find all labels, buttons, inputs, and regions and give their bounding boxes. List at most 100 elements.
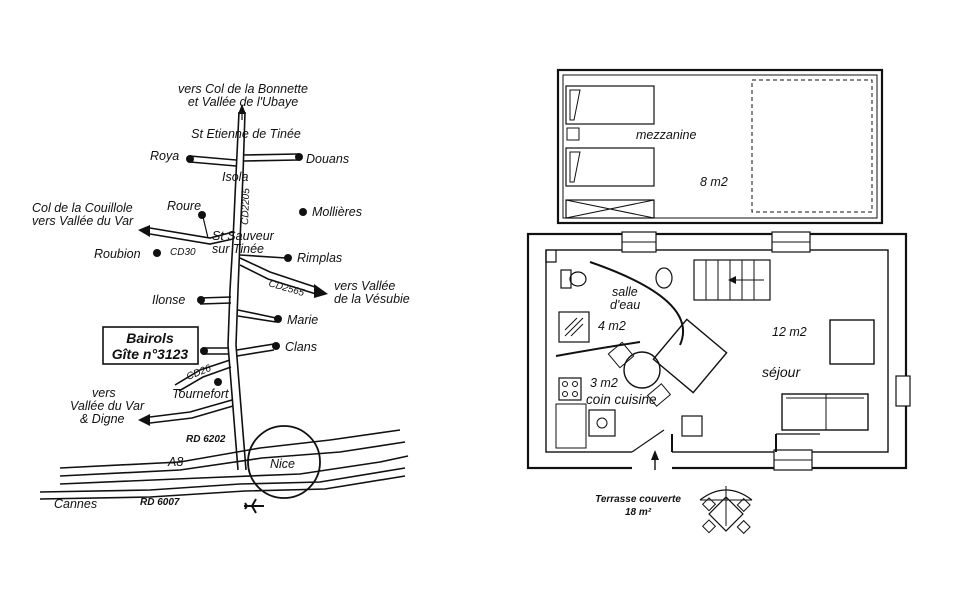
road-cd26-bottom: [178, 366, 232, 392]
label-roure: Roure: [167, 199, 201, 213]
label-roubion: Roubion: [94, 247, 141, 261]
label-roya: Roya: [150, 149, 179, 163]
road-douans-bottom: [242, 159, 299, 162]
dot-marker-icon: [214, 378, 222, 386]
sofa: [781, 393, 869, 431]
toilet-bowl: [569, 271, 587, 287]
label-tournefort: Tournefort: [172, 387, 229, 401]
bathroom-lower-wall: [555, 341, 641, 357]
label-var-digne-3: & Digne: [80, 412, 125, 426]
dot-marker-icon: [295, 153, 303, 161]
road-ilonse-bottom: [199, 302, 232, 305]
road-cd30-top: [149, 227, 234, 239]
dot-marker-icon: [197, 296, 205, 304]
arrow-icon: [728, 276, 736, 284]
label-cannes: Cannes: [54, 497, 97, 511]
label-rd6202: RD 6202: [186, 434, 226, 445]
ground-floor-outer-wall: [526, 232, 908, 470]
pillow-1: [569, 89, 581, 121]
nice-circle: [247, 425, 321, 499]
road-roya-top: [189, 155, 237, 161]
road-cd30-bottom: [149, 233, 234, 245]
road-marie-top: [237, 309, 277, 319]
storage-crate: [565, 199, 655, 219]
road-marie-bottom: [237, 315, 277, 323]
label-deau: d'eau: [610, 298, 640, 312]
cooktop: [558, 377, 582, 401]
label-sejour-area: 12 m2: [772, 325, 807, 339]
label-ilonse: Ilonse: [152, 293, 185, 307]
road-rd6007-top: [39, 467, 406, 493]
dot-marker-icon: [274, 315, 282, 323]
chair: [607, 341, 635, 369]
mezzanine-inner: [562, 74, 878, 219]
road-var-top: [149, 399, 233, 418]
gite-highlight-box: [102, 326, 199, 365]
dot-marker-icon: [153, 249, 161, 257]
dot-marker-icon: [284, 254, 292, 262]
label-st-sauveur-1: St Sauveur: [212, 229, 275, 243]
entrance-door: [631, 429, 665, 453]
dining-table: [623, 351, 661, 389]
arrow-icon: [651, 450, 659, 460]
road-cd2565-top: [239, 257, 319, 289]
mezzanine-void-dashed: [751, 79, 873, 213]
label-var-digne-1: vers: [92, 386, 116, 400]
window-right: [895, 375, 911, 407]
label-col-couillole-2: vers Vallée du Var: [32, 214, 134, 228]
wall-corner: [545, 250, 557, 263]
road-rd6007-bottom: [39, 475, 406, 500]
nightstand: [566, 127, 580, 141]
label-vesubie-1: vers Vallée: [334, 279, 395, 293]
label-isola: Isola: [222, 170, 248, 184]
bathroom-wall: [589, 261, 685, 346]
road-a8-top: [59, 429, 401, 469]
road-a8-bottom: [59, 455, 409, 485]
label-bairols: Bairols: [126, 330, 174, 346]
airplane-icon: [244, 498, 264, 514]
mezzanine-outline: [556, 68, 884, 225]
label-a8: A8: [167, 455, 183, 469]
label-var-digne-2: Vallée du Var: [70, 399, 145, 413]
label-st-sauveur-2: sur Tinée: [212, 242, 264, 256]
label-mezzanine-area: 8 m2: [700, 175, 728, 189]
road-map: vers Col de la Bonnette et Vallée de l'U…: [32, 82, 410, 514]
road-a8-middle: [59, 441, 406, 477]
road-roure: [202, 216, 209, 239]
label-cd2205: CD2205: [240, 188, 252, 225]
staircase: [693, 259, 771, 301]
armchair: [652, 318, 728, 394]
label-terrasse: Terrasse couverte: [595, 494, 681, 505]
road-cd26-top: [174, 359, 231, 386]
dot-marker-icon: [186, 155, 194, 163]
label-rd6007: RD 6007: [140, 497, 180, 508]
arrow-icon: [138, 414, 150, 426]
dot-marker-icon: [198, 211, 206, 219]
bin: [681, 415, 703, 437]
ground-floor-inner-wall: [545, 249, 889, 453]
toilet-tank: [560, 269, 572, 289]
arrow-icon: [314, 284, 328, 298]
label-salle-area: 4 m2: [598, 319, 626, 333]
label-rimplas: Rimplas: [297, 251, 342, 265]
label-cuisine: coin cuisine: [586, 392, 657, 407]
label-sejour: séjour: [762, 364, 801, 380]
pillow-2: [569, 151, 581, 183]
label-gite-number: Gîte n°3123: [112, 346, 189, 362]
label-cuisine-area: 3 m2: [590, 376, 618, 390]
label-col-couillole-1: Col de la Couillole: [32, 201, 133, 215]
kitchen-counter: [555, 403, 587, 449]
label-terrasse-area: 18 m²: [625, 507, 652, 518]
floor-plan: mezzanine 8 m2: [526, 68, 911, 535]
label-nice: Nice: [270, 457, 295, 471]
chair: [646, 383, 672, 407]
parasol-table-icon: [699, 486, 753, 535]
road-cd2565-bottom: [239, 264, 317, 295]
dot-marker-icon: [272, 342, 280, 350]
label-mezzanine: mezzanine: [636, 128, 696, 142]
main-road-right-edge: [235, 111, 247, 471]
coffee-table: [829, 319, 875, 365]
label-cd30: CD30: [170, 247, 196, 258]
label-salle: salle: [612, 285, 638, 299]
dot-marker-icon: [299, 208, 307, 216]
